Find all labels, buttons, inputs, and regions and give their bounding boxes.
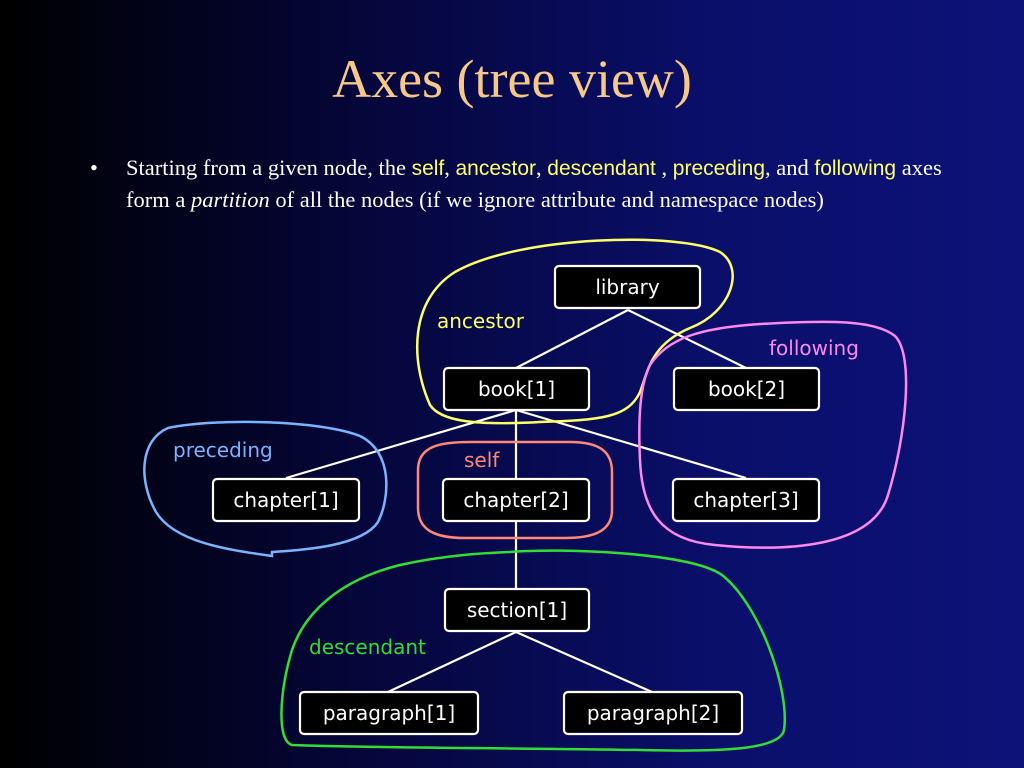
keyword-descendant: descendant [547,157,656,180]
ancestor-label: ancestor [437,309,525,333]
edge-library-book1 [515,309,629,369]
keyword-ancestor: ancestor [455,157,537,180]
preceding-region [143,420,388,558]
edge-book1-chapter3 [515,408,747,480]
keyword-following: following [814,157,897,180]
node-chapter1: chapter[1] [211,477,361,523]
following-region [638,320,908,549]
slide-title: Axes (tree view) [332,49,692,109]
word-partition: partition [190,187,270,212]
edge-section1-paragraph1 [387,631,517,693]
node-book1-label: book[1] [478,377,555,401]
self-label: self [464,448,500,472]
node-chapter3-label: chapter[3] [693,488,798,512]
node-book1: book[1] [442,366,591,412]
bullet-text-7: of all the nodes (if we ignore attribute… [269,187,824,212]
node-chapter2: chapter[2] [441,477,591,523]
keyword-preceding: preceding [672,157,765,180]
node-section1: section[1] [443,587,591,633]
node-book2: book[2] [672,366,821,412]
bullet-text-5: , and [765,155,815,180]
ancestor-region [415,238,734,425]
bullet-text-6: axes form a [126,155,942,212]
bullet-paragraph: • Starting from a given node, the self, … [90,152,970,215]
keyword-self: self [411,157,445,180]
preceding-label: preceding [173,438,273,462]
edge-section1-paragraph2 [515,630,653,694]
bullet-icon: • [90,155,98,180]
node-chapter1-label: chapter[1] [233,488,338,512]
self-region [416,440,614,540]
node-chapter3: chapter[3] [671,477,821,523]
descendant-label: descendant [309,635,426,659]
descendant-region [280,549,786,752]
bullet-body: Starting from a given node, the self, an… [126,152,970,215]
node-library: library [553,264,702,310]
node-paragraph1: paragraph[1] [298,690,480,736]
following-label: following [769,336,859,360]
bullet-text-3: , [536,155,548,180]
node-book2-label: book[2] [708,377,785,401]
edge-library-book2 [627,309,747,369]
node-library-label: library [595,275,660,299]
node-paragraph1-label: paragraph[1] [323,701,455,725]
node-paragraph2-label: paragraph[2] [587,701,719,725]
node-chapter2-label: chapter[2] [463,488,568,512]
node-section1-label: section[1] [467,598,567,622]
node-paragraph2: paragraph[2] [562,690,744,736]
bullet-text-4: , [655,155,668,180]
bullet-text-2: , [444,155,456,180]
bullet-text-1: Starting from a given node, the [126,155,412,180]
